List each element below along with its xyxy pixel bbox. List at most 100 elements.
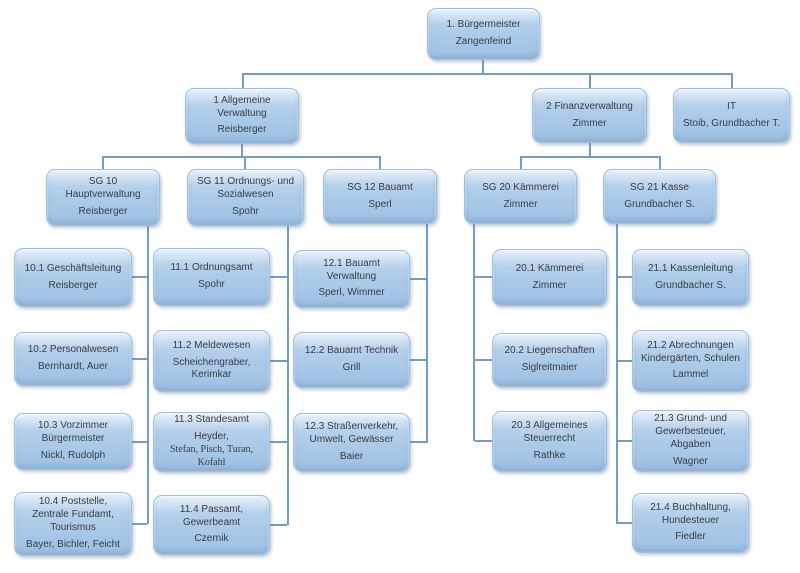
connector-line xyxy=(132,276,147,278)
org-node-title: 12.3 Straßenverkehr, Umwelt, Gewässer xyxy=(304,421,399,446)
org-node-it: IT Stoib, Grundbacher T. xyxy=(673,88,790,143)
connector-line xyxy=(287,226,289,525)
org-node-names: Reisberger xyxy=(78,205,128,217)
connector-line xyxy=(475,276,492,278)
org-node-names: Heyder, xyxy=(194,431,229,443)
connector-line xyxy=(482,60,484,74)
org-node-title: SG 20 Kämmerei xyxy=(482,181,559,193)
org-node-title: 11.3 Standesamt xyxy=(174,414,249,426)
connector-line xyxy=(659,156,661,169)
org-node-title: 20.2 Liegenschaften xyxy=(504,345,595,357)
org-node-names: Zimmer xyxy=(572,117,607,129)
org-node-names: Wagner xyxy=(673,455,708,467)
connector-line xyxy=(147,226,149,524)
org-node-names: Fiedler xyxy=(675,531,706,543)
connector-line xyxy=(589,73,591,88)
connector-line xyxy=(618,522,632,524)
org-node-title: SG 10 Hauptverwaltung xyxy=(65,176,141,201)
org-node-title: SG 11 Ordnungs- und Sozialwesen xyxy=(196,176,295,201)
org-node-names: Grundbacher S. xyxy=(624,198,695,210)
org-node-names: Zangenfeind xyxy=(455,36,512,47)
connector-line xyxy=(102,156,104,169)
connector-line xyxy=(475,440,492,442)
org-node-title: 21.2 Abrechnungen Kindergärten, Schulen xyxy=(641,339,740,364)
org-node-names: Spohr xyxy=(198,279,225,290)
org-node-title: 21.1 Kassenleitung xyxy=(647,262,734,274)
connector-line xyxy=(731,73,733,88)
org-node-title: 10.1 Geschäftsleitung xyxy=(24,262,122,274)
org-node-title: 10.3 Vorzimmer Bürgermeister xyxy=(37,420,109,445)
connector-line xyxy=(520,156,522,169)
org-node-title: 10.2 Personalwesen xyxy=(27,344,119,356)
connector-line xyxy=(618,276,632,278)
org-node-title: 1 Allgemeine Verwaltung xyxy=(213,94,271,119)
connector-line xyxy=(589,143,591,157)
connector-line xyxy=(132,358,147,360)
connector-line xyxy=(616,224,618,524)
org-node-names-serif: Stefan, Pisch, Turan, Kofahl xyxy=(169,444,254,468)
org-node-names: Baier xyxy=(339,450,364,462)
connector-line xyxy=(475,359,492,361)
org-node-title: 20.3 Allgemeines Steuerrecht xyxy=(511,420,588,445)
org-node-names: Bernhardt, Auer xyxy=(37,361,109,372)
org-node-title: 11.1 Ordnungsamt xyxy=(170,262,253,274)
connector-line xyxy=(244,156,246,169)
org-node-names: Bayer, Bichler, Feicht xyxy=(26,538,120,550)
connector-line xyxy=(618,360,632,362)
org-node-title: 11.4 Passamt, Gewerbeamt xyxy=(179,503,244,528)
org-node-names: Grill xyxy=(342,362,361,373)
org-node-n104: 10.4 Poststelle, Zentrale Fundamt, Touri… xyxy=(14,492,132,556)
org-node-names: Stoib, Grundbacher T. xyxy=(682,117,781,129)
org-node-title: 12.2 Bauamt Technik xyxy=(304,345,399,357)
connector-line xyxy=(242,73,733,75)
connector-line xyxy=(132,441,147,443)
org-node-title: SG 21 Kasse xyxy=(630,181,689,193)
org-node-names: Sperl, Wimmer xyxy=(318,287,385,299)
connector-line xyxy=(426,224,428,443)
connector-line xyxy=(410,441,426,443)
org-node-names: Spohr xyxy=(232,205,259,217)
org-node-names: Reisberger xyxy=(48,279,98,291)
org-node-title: 1. Bürgermeister xyxy=(446,19,521,31)
connector-line xyxy=(132,523,147,525)
org-node-names: Siglreitmaier xyxy=(521,362,578,373)
org-node-title: 21.4 Buchhaltung, Hundesteuer xyxy=(650,501,731,526)
org-node-title: 11.2 Meldewesen xyxy=(172,339,251,351)
org-node-names: Nickl, Rudolph xyxy=(40,449,106,461)
connector-line xyxy=(270,441,287,443)
connector-line xyxy=(410,278,426,280)
org-node-names: Zimmer xyxy=(503,198,538,210)
org-node-title: 21.3 Grund- und Gewerbesteuer, Abgaben xyxy=(654,413,727,450)
org-node-names: Grundbacher S. xyxy=(655,279,726,291)
connector-line xyxy=(410,359,426,361)
org-node-title: 10.4 Poststelle, Zentrale Fundamt, Touri… xyxy=(32,496,114,533)
org-node-title: 12.1 Bauamt Verwaltung xyxy=(323,257,380,282)
connector-line xyxy=(241,144,243,157)
org-node-names: Lammel xyxy=(672,369,709,381)
connector-line xyxy=(379,156,381,169)
org-node-names: Rathke xyxy=(533,449,566,461)
org-node-title: IT xyxy=(727,100,736,112)
org-node-names: Czernik xyxy=(194,533,229,545)
org-node-title: SG 12 Bauamt xyxy=(347,181,413,193)
